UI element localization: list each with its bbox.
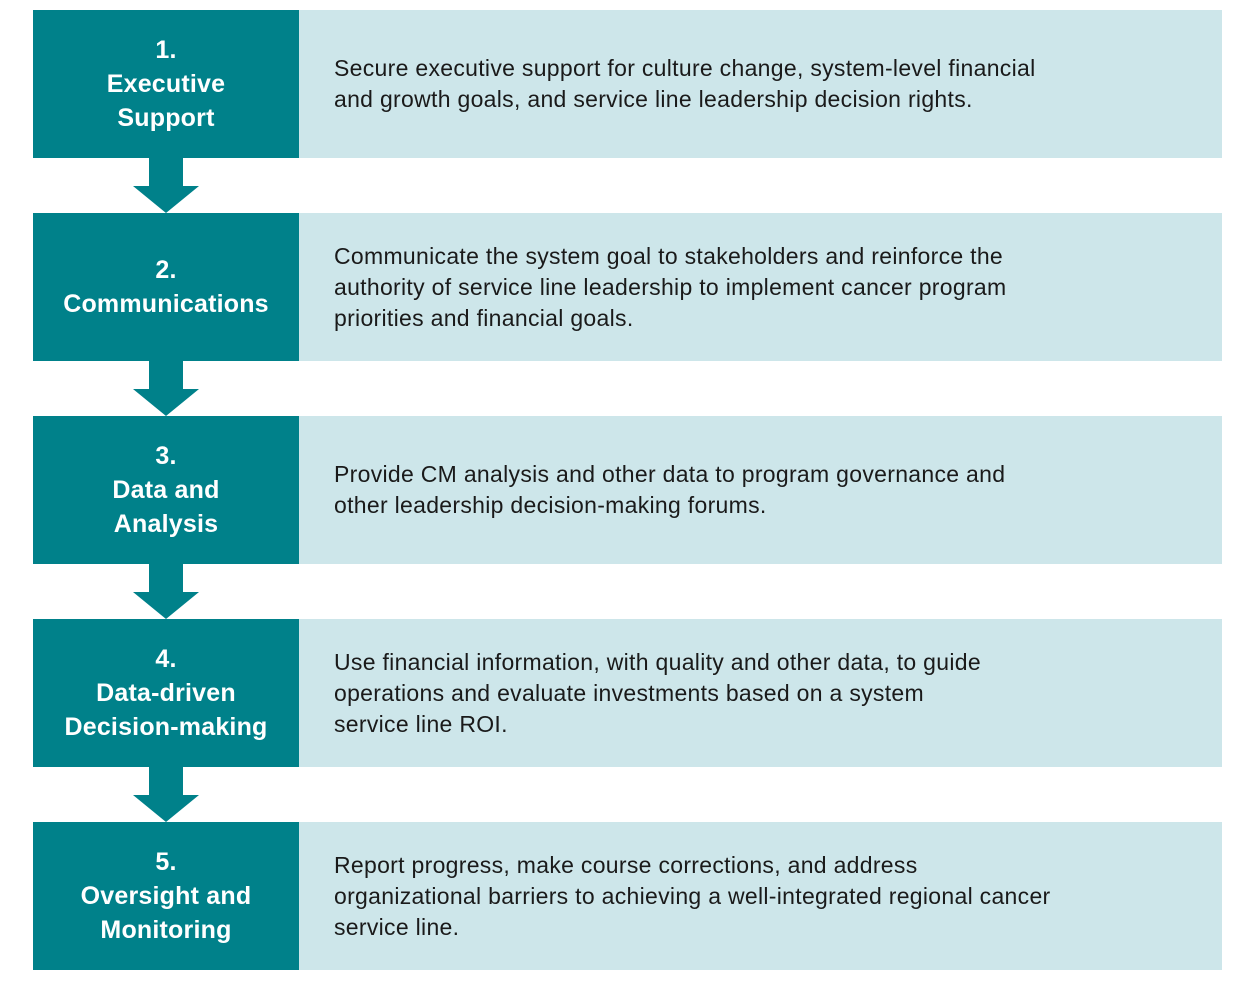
step-number: 4. xyxy=(155,645,177,673)
step-title-line: Monitoring xyxy=(100,916,232,944)
down-arrow-icon xyxy=(133,361,199,416)
step-description: Secure executive support for culture cha… xyxy=(334,55,1036,112)
step-row-4: 4. Data-driven Decision-making Use finan… xyxy=(33,619,1222,767)
step-description-box-3: Provide CM analysis and other data to pr… xyxy=(299,416,1222,564)
step-number: 5. xyxy=(155,848,177,876)
step-description: Report progress, make course corrections… xyxy=(334,851,1051,940)
step-description: Provide CM analysis and other data to pr… xyxy=(334,461,1006,518)
step-label-1: 1. Executive Support xyxy=(33,10,299,158)
step-title-line: Analysis xyxy=(113,510,219,538)
step-row-3: 3. Data and Analysis Provide CM analysis… xyxy=(33,416,1222,564)
step-row-2: 2. Communications Communicate the system… xyxy=(33,213,1222,361)
down-arrow-icon xyxy=(133,564,199,619)
step-description-box-2: Communicate the system goal to stakehold… xyxy=(299,213,1222,361)
step-title-line: Communications xyxy=(63,290,269,318)
step-title-line: Data-driven xyxy=(96,679,236,707)
step-label-2: 2. Communications xyxy=(33,213,299,361)
step-title-line: Oversight and xyxy=(80,882,252,910)
step-description-box-4: Use financial information, with quality … xyxy=(299,619,1222,767)
down-arrow-icon xyxy=(133,158,199,213)
step-label-4: 4. Data-driven Decision-making xyxy=(33,619,299,767)
step-title-line: Executive xyxy=(106,70,226,98)
step-label-3: 3. Data and Analysis xyxy=(33,416,299,564)
step-description-box-1: Secure executive support for culture cha… xyxy=(299,10,1222,158)
step-description: Communicate the system goal to stakehold… xyxy=(334,242,1007,331)
step-row-5: 5. Oversight and Monitoring Report progr… xyxy=(33,822,1222,970)
step-title-line: Data and xyxy=(112,476,220,504)
step-label-5: 5. Oversight and Monitoring xyxy=(33,822,299,970)
step-title-line: Decision-making xyxy=(64,713,268,741)
step-title-line: Support xyxy=(117,104,215,132)
down-arrow-icon xyxy=(133,767,199,822)
step-number: 3. xyxy=(155,442,177,470)
step-row-1: 1. Executive Support Secure executive su… xyxy=(33,10,1222,158)
step-description-box-5: Report progress, make course corrections… xyxy=(299,822,1222,970)
step-number: 1. xyxy=(155,36,177,64)
step-number: 2. xyxy=(155,256,177,284)
step-description: Use financial information, with quality … xyxy=(334,648,981,737)
